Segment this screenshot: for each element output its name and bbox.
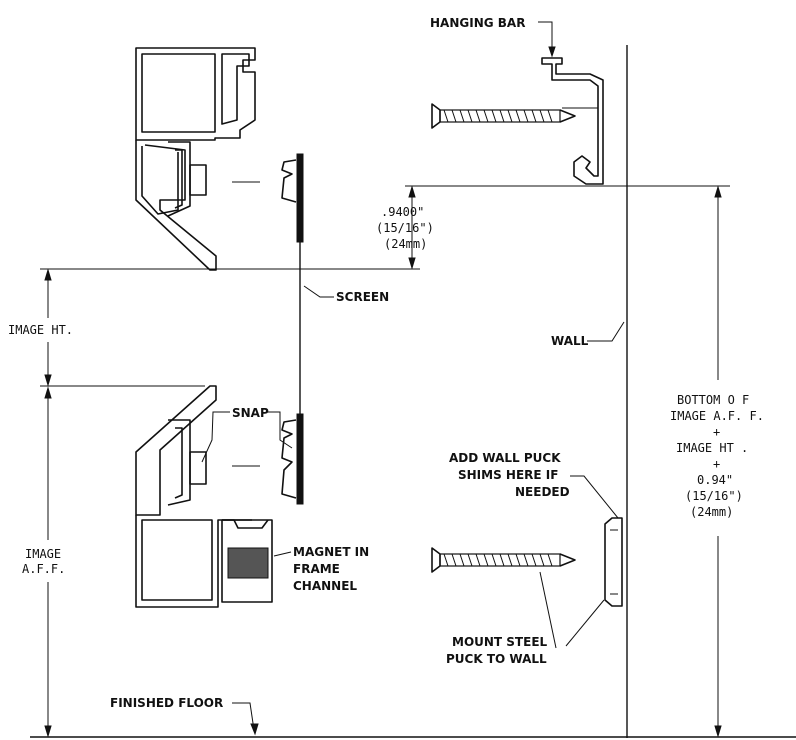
- snap-label: SNAP: [232, 406, 269, 420]
- finished-floor-label: FINISHED FLOOR: [110, 696, 223, 710]
- total-dim-line6: 0.94": [697, 473, 733, 487]
- shims-label-line1: ADD WALL PUCK: [449, 451, 561, 465]
- total-dim-line3: +: [713, 425, 720, 439]
- magnet-label-line3: CHANNEL: [293, 579, 357, 593]
- bottom-frame-extrusion: [135, 385, 273, 608]
- gap-dim-line1: .9400": [381, 205, 424, 219]
- shims-leader: [570, 475, 619, 519]
- magnet-icon: [221, 519, 273, 603]
- gap-dim-line2: (15/16"): [376, 221, 434, 235]
- shims-label-line2: SHIMS HERE IF: [458, 468, 558, 482]
- gap-dim-line3: (24mm): [384, 237, 427, 251]
- bottom-screw-icon: [431, 547, 576, 573]
- image-height-dimension: [44, 268, 52, 387]
- total-height-dimension: [714, 185, 722, 738]
- top-screw-icon: [431, 103, 576, 129]
- hanging-bar: [541, 57, 604, 185]
- total-dim-line1: BOTTOM O F: [677, 393, 749, 407]
- mount-leader-puck: [565, 599, 605, 647]
- mount-label-line1: MOUNT STEEL: [452, 635, 548, 649]
- magnet-label-line2: FRAME: [293, 562, 340, 576]
- shims-label-line3: NEEDED: [515, 485, 570, 499]
- mount-leader-screw: [539, 571, 557, 649]
- wall-label: WALL: [551, 334, 589, 348]
- hanging-bar-label: HANGING BAR: [430, 16, 525, 30]
- image-aff-label-line1: IMAGE: [25, 547, 61, 561]
- snap-leader-right: [266, 411, 293, 449]
- mount-label-line2: PUCK TO WALL: [446, 652, 547, 666]
- screen-label: SCREEN: [336, 290, 389, 304]
- top-frame-extrusion: [135, 47, 260, 271]
- image-ht-label: IMAGE HT.: [8, 323, 73, 337]
- gap-dimension: [408, 185, 416, 270]
- total-dim-line8: (24mm): [690, 505, 733, 519]
- snap-leader-left: [201, 411, 230, 463]
- total-dim-line5: +: [713, 457, 720, 471]
- screen-leader: [303, 285, 334, 298]
- total-dim-line7: (15/16"): [685, 489, 743, 503]
- image-aff-dimension: [44, 386, 52, 738]
- total-dim-line4: IMAGE HT .: [676, 441, 748, 455]
- magnet-label-line1: MAGNET IN: [293, 545, 369, 559]
- screen-material: [281, 153, 304, 505]
- image-aff-label-line2: A.F.F.: [22, 562, 65, 576]
- hanging-bar-leader: [538, 21, 553, 54]
- wall-leader: [587, 321, 625, 342]
- total-dim-line2: IMAGE A.F. F.: [670, 409, 764, 423]
- finished-floor-leader: [232, 702, 255, 731]
- magnet-leader: [273, 551, 292, 557]
- wall-puck: [604, 517, 623, 607]
